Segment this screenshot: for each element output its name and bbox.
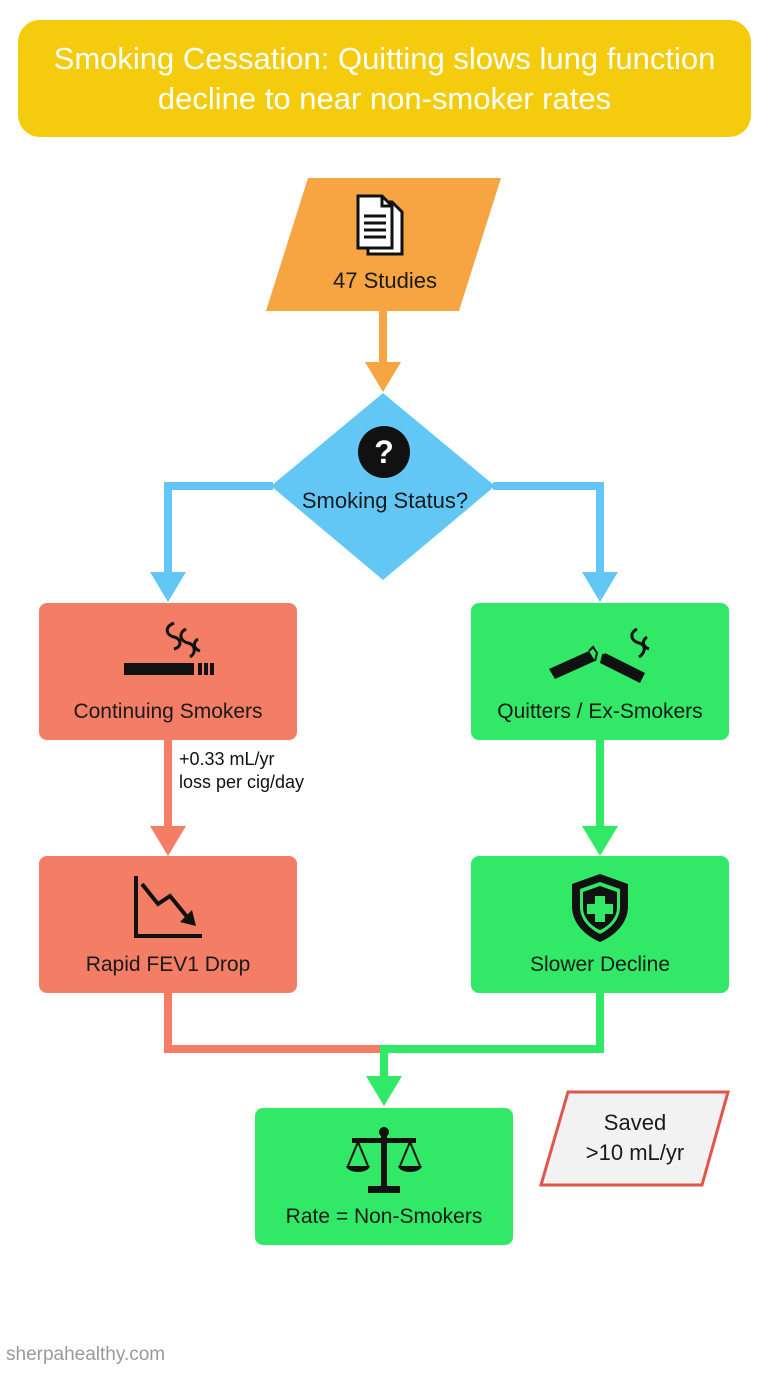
page-title: Smoking Cessation: Quitting slows lung f…: [53, 40, 716, 116]
decline-chart-icon: [134, 876, 202, 938]
result-node: Rate = Non-Smokers: [255, 1108, 513, 1245]
saved-note-shape: [539, 1090, 730, 1187]
title-banner: Smoking Cessation: Quitting slows lung f…: [18, 20, 751, 137]
connector-slower-to-result: [380, 992, 604, 1080]
footer-watermark: sherpahealthy.com: [6, 1344, 166, 1365]
arrow-quitters-to-slower: [582, 740, 618, 856]
documents-icon: [356, 194, 404, 256]
input-node-label: 47 Studies: [333, 268, 437, 293]
quitters-node: Quitters / Ex-Smokers: [471, 603, 729, 740]
slower-decline-label: Slower Decline: [529, 953, 671, 976]
shield-cross-icon: [572, 874, 628, 942]
balance-scale-icon: [346, 1127, 422, 1193]
slower-decline-node: Slower Decline: [471, 856, 729, 993]
rapid-fev1-drop-node: Rapid FEV1 Drop: [39, 856, 297, 993]
connector-drop-to-result: [164, 992, 384, 1053]
loss-annotation-line1: +0.33 mL/yr: [179, 749, 275, 769]
arrow-decision-to-quitters: [493, 482, 618, 602]
saved-note-line2: >10 mL/yr: [585, 1140, 685, 1165]
question-icon: ?: [358, 426, 410, 478]
arrow-into-result: [366, 1076, 402, 1106]
result-label: Rate = Non-Smokers: [285, 1205, 483, 1228]
loss-annotation-line2: loss per cig/day: [179, 772, 305, 792]
cigarette-icon: [124, 621, 214, 675]
arrow-decision-to-smokers: [150, 482, 273, 602]
arrow-smokers-to-drop: [150, 740, 186, 856]
svg-text:?: ?: [374, 434, 394, 470]
rapid-fev1-drop-label: Rapid FEV1 Drop: [85, 953, 251, 976]
saved-note-line1: Saved: [603, 1110, 667, 1135]
decision-node-label: Smoking Status?: [301, 488, 469, 513]
continuing-smokers-label: Continuing Smokers: [73, 700, 263, 723]
loss-annotation: +0.33 mL/yr loss per cig/day: [179, 748, 304, 794]
broken-cigarette-icon: [549, 627, 650, 683]
arrow-input-to-decision: [365, 311, 401, 392]
decision-node-shape: [271, 393, 495, 580]
quitters-label: Quitters / Ex-Smokers: [497, 700, 703, 723]
saved-note: Saved >10 mL/yr: [555, 1108, 715, 1168]
continuing-smokers-node: Continuing Smokers: [39, 603, 297, 740]
